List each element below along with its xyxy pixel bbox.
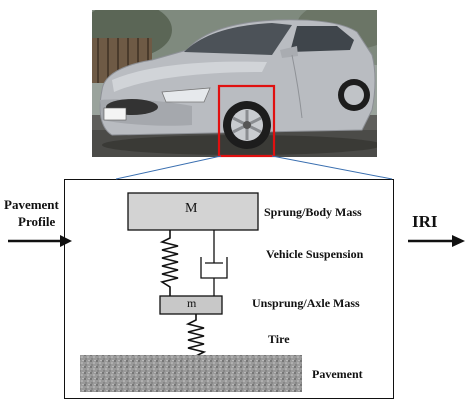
car-photo xyxy=(92,10,377,157)
output-arrowhead xyxy=(452,235,465,247)
tire-spring xyxy=(185,314,207,362)
unsprung-mass-symbol: m xyxy=(187,296,197,310)
pavement-surface xyxy=(80,355,302,392)
vehicle-suspension-label: Vehicle Suspension xyxy=(266,247,364,261)
callout-line-right xyxy=(271,155,393,180)
sprung-mass-block xyxy=(127,192,259,231)
pavement-label: Pavement xyxy=(312,367,363,381)
unsprung-mass-label: Unsprung/Axle Mass xyxy=(252,296,360,310)
tire-label: Tire xyxy=(268,332,290,346)
suspension-spring xyxy=(159,230,179,296)
callout-line-left xyxy=(115,155,222,180)
sprung-mass-label: Sprung/Body Mass xyxy=(264,205,362,219)
input-label-line1: Pavement xyxy=(4,197,59,212)
input-arrowhead xyxy=(60,235,72,247)
output-label: IRI xyxy=(412,212,438,231)
sprung-mass-symbol: M xyxy=(185,201,198,216)
unsprung-mass-block xyxy=(159,295,223,315)
car-illustration xyxy=(92,10,377,157)
input-label-line2: Profile xyxy=(18,214,56,229)
wheel-highlight-box xyxy=(217,84,276,158)
